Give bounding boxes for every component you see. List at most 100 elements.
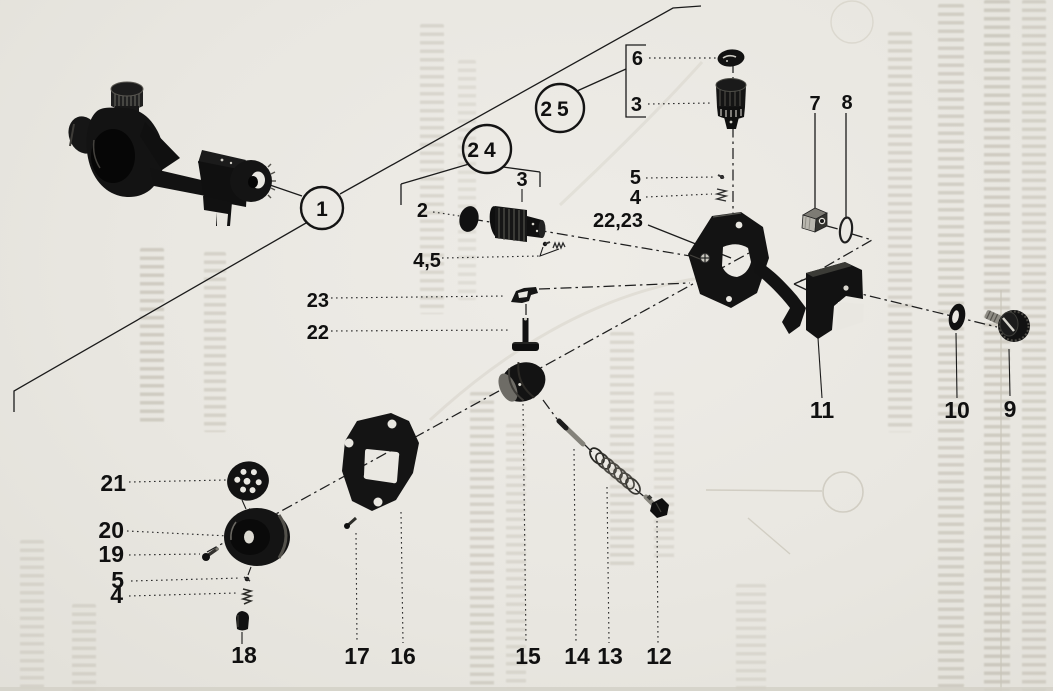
ghost-text-column [420,24,444,314]
callout-18: 18 [231,642,257,668]
drum15-groove [508,368,525,402]
callout-labels: 2 3 4,5 6 3 5 4 22,23 7 8 23 22 11 10 9 … [98,48,1016,669]
part-4-spring-group24 [552,241,566,250]
plunger-axis-line [634,488,648,500]
part1-arm-upper [140,122,180,170]
part-18-cap-sleeve [236,611,249,631]
assembly-circle-24: 24 [461,123,513,175]
callout-5-top: 5 [630,167,641,189]
callout-3-cap: 3 [631,94,642,116]
ghost-line [705,489,823,492]
drum15-groove [517,361,535,399]
callout-13: 13 [597,643,623,669]
ghost-text-column [984,0,1010,691]
ghost-circle [830,0,874,44]
part-19-set-screw [202,547,219,561]
callout-5-bot: 5 [111,567,124,593]
part-3-knurled-knob-group24 [489,206,546,242]
clamp-top-facet [806,262,852,277]
ghost-text-column [938,4,964,688]
pivot-plate-assembly [688,212,806,334]
block-ring-axis-line [826,225,839,230]
circle1-boundary-line [339,5,702,195]
clip-axis-line [538,282,691,290]
callout-8: 8 [841,92,852,114]
callout-22: 22 [307,322,329,344]
callout-22-leader [330,329,512,332]
part-17-small-screw [344,516,357,529]
callout-2-leader [432,211,461,217]
part1-boss-rib [69,123,75,147]
cap-knob-top [715,78,747,92]
part1-body-disc [91,129,135,183]
callout-9-leader [1008,348,1011,397]
drum-spring-link [247,566,252,576]
callout-4-top-leader [645,193,713,198]
drum15-end-face [498,373,518,402]
part-23-retaining-clip [511,287,538,303]
screw9-slot [1002,317,1015,332]
pivot-plate [688,212,769,308]
part-14-plunger-pin [556,418,586,447]
part-21-perforated-disc [227,461,269,501]
clamp-screw-axis-line [848,290,998,328]
ghost-text-column [72,604,96,691]
cap-slot-highlight [722,54,737,59]
plunger-axis-line [542,399,558,420]
callout-17-leader [355,532,358,644]
circle-24-outline [461,123,513,175]
circle25-leader [576,68,627,92]
circle-1-outline [299,185,345,231]
callout-5-bot-leader [130,577,242,582]
ghost-curve [558,60,704,207]
plate16-hole [387,419,397,429]
callout-11: 11 [810,397,835,423]
knob-knurl [498,208,525,242]
ghost-line [747,517,791,555]
callout-19: 19 [98,541,124,567]
callout-2: 2 [417,200,428,222]
part-2-end-cap-disc [459,206,479,232]
part-3-knurled-cap-knob [715,78,747,129]
part1-block-screw [229,161,233,165]
callout-13-leader [606,486,610,644]
screw22-head [512,342,539,351]
screw12-head [650,498,669,518]
block-ring-axis-line [796,233,874,284]
part-5-grub-screw-top [717,174,725,179]
part-22-t-head-screw [512,317,539,351]
screw22-shaft [522,318,529,344]
callout-4-5: 4,5 [413,250,441,272]
ghost-curve [428,276,701,422]
callout-14: 14 [564,643,590,669]
cap-knob-teeth [720,109,742,119]
callout-12: 12 [646,643,672,669]
part1-wheel-aperture-pin [248,176,258,188]
part-8-o-ring [838,216,854,244]
callout-15-leader [522,403,527,644]
ghost-text-column [140,248,164,423]
knob-step-cylinder [527,216,542,238]
part-5-grub-screw-group24 [542,241,551,247]
ghost-text-column [888,32,912,432]
plate-arm [754,260,806,334]
callout-17: 17 [344,643,370,669]
callout-21: 21 [100,470,126,496]
part-1-assembled-unit [68,81,276,226]
callout-11-leader [817,337,823,399]
main-axis-line [206,252,750,553]
screw9-knurl [998,310,1030,342]
callout-20-leader [126,530,230,537]
callout-23: 23 [307,290,329,312]
knob-body [495,206,527,242]
callout-16-leader [400,511,404,644]
ghost-text-column [204,252,226,432]
plate-edge-highlight [689,254,701,260]
ghost-text-column [506,424,526,688]
cap-knob-body [716,86,746,107]
plate-hole [735,221,743,229]
plate16-hole [373,497,383,507]
part-15-grooved-drum [498,361,546,402]
callout-10: 10 [944,397,970,423]
